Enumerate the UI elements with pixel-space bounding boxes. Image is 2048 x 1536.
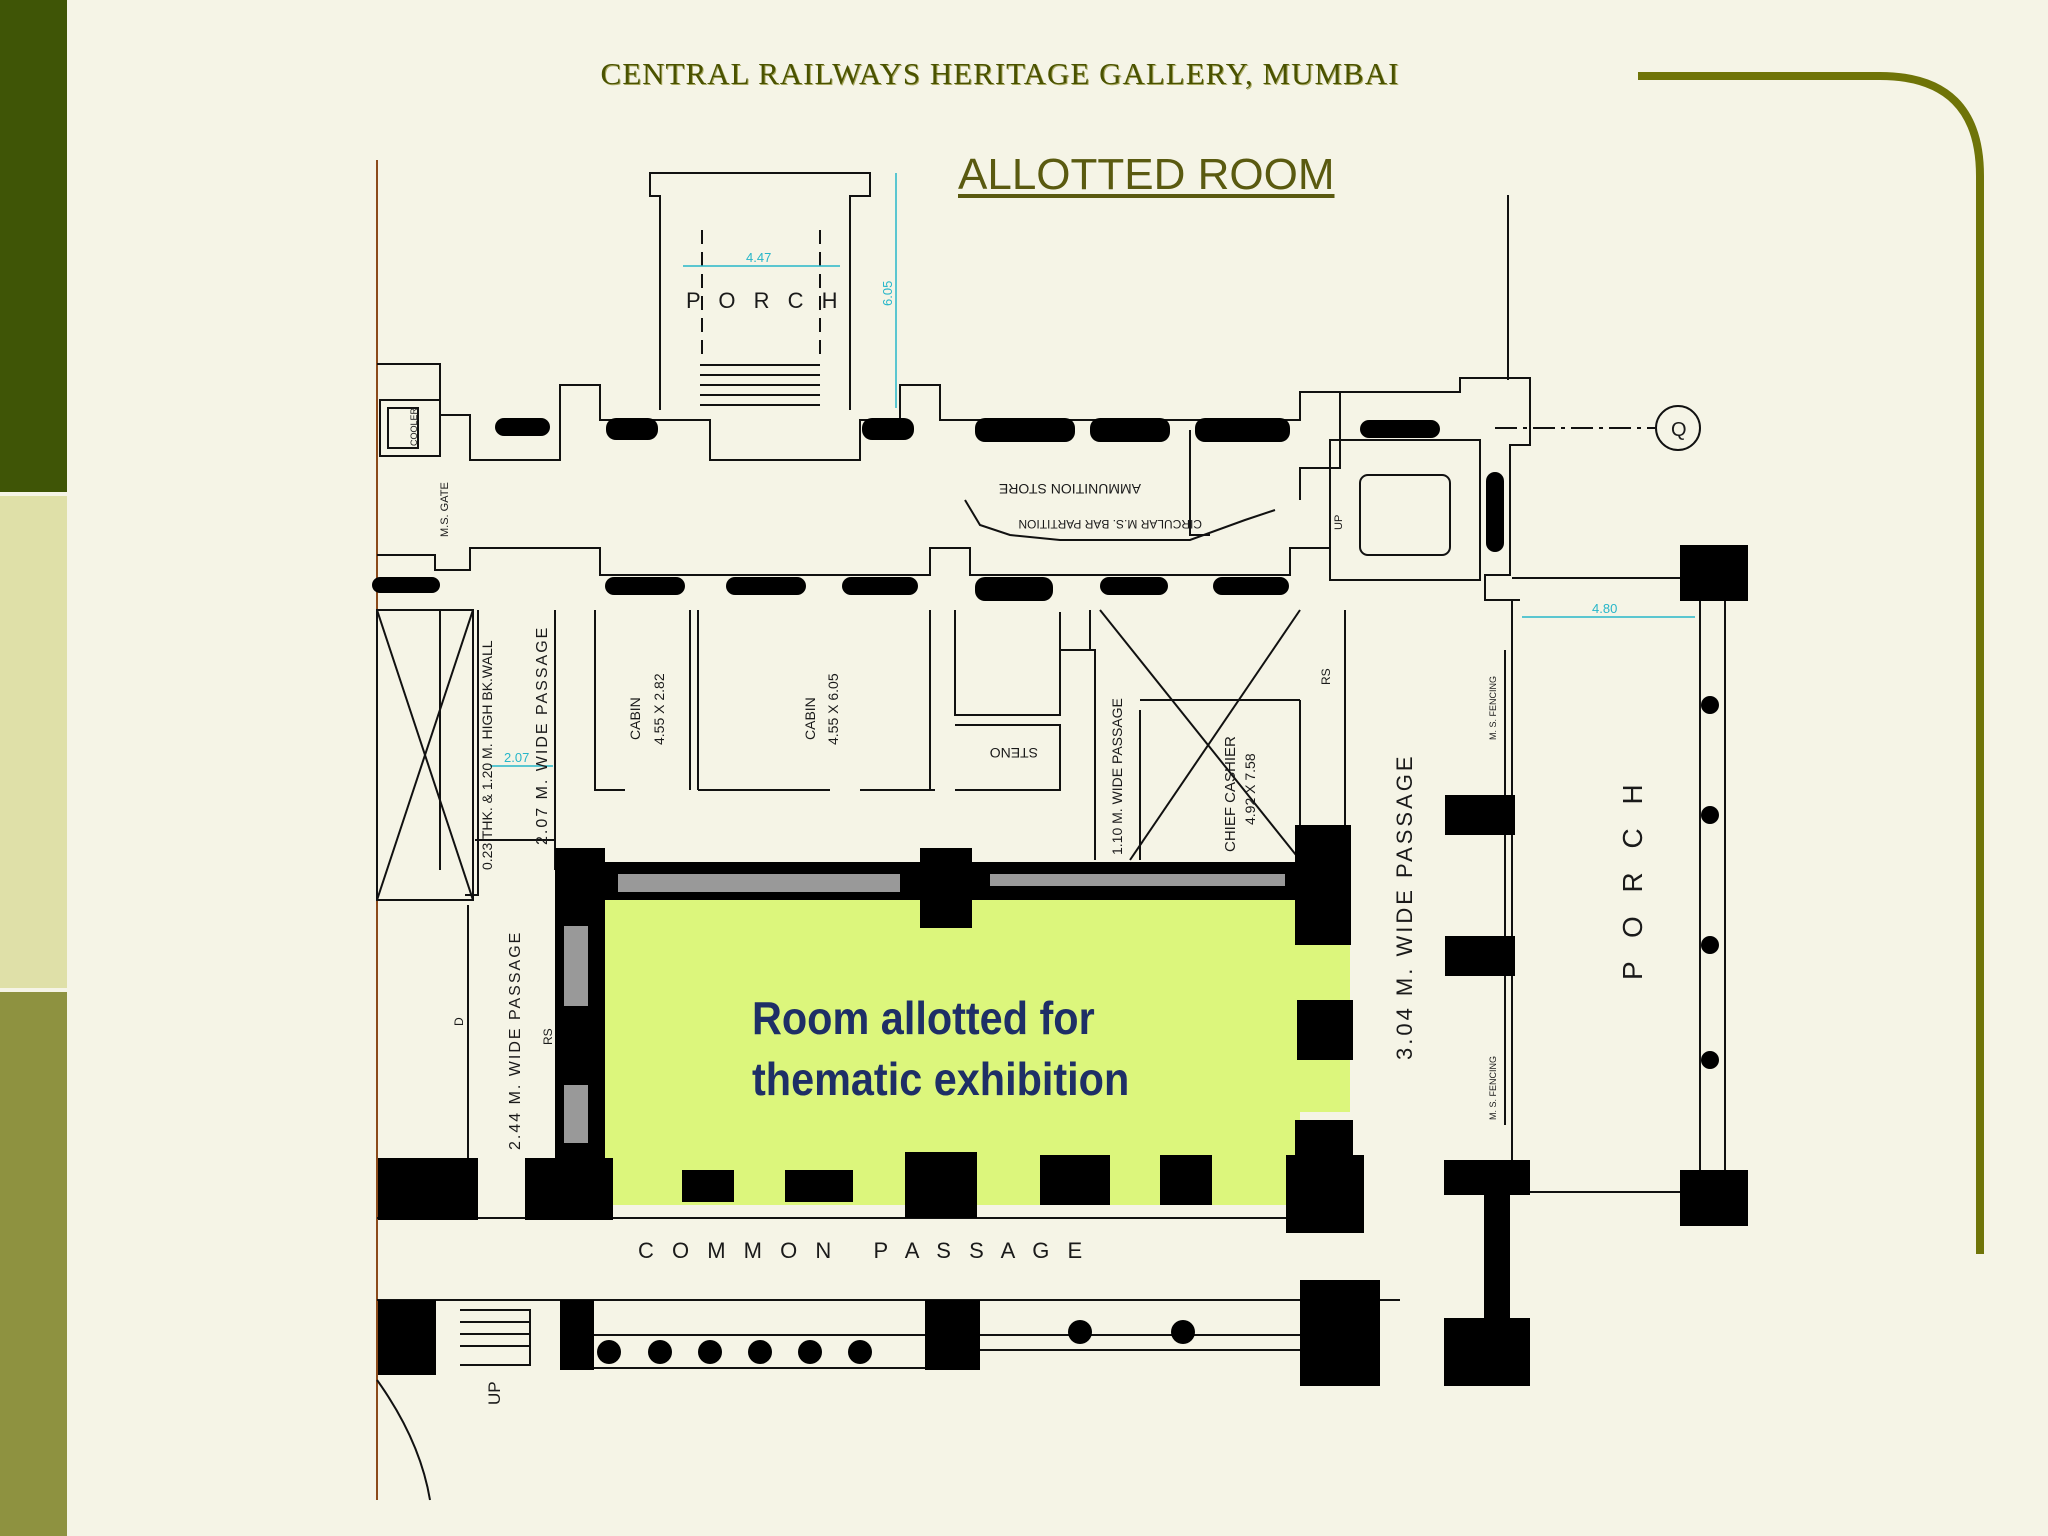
passage-110-label: 1.10 M. WIDE PASSAGE [1109, 698, 1125, 855]
walls [372, 418, 1748, 1386]
rs-mark-east: RS [1319, 668, 1333, 685]
ms-gate-label: M.S. GATE [439, 482, 451, 537]
up-label-2: UP [485, 1381, 504, 1405]
door-mark-west: D [452, 1017, 466, 1026]
cabin-2-size: 4.55 X 6.05 [825, 673, 841, 745]
passage-207-label: 2.07 M. WIDE PASSAGE [534, 626, 551, 845]
ms-fencing-2-label: M. S. FENCING [1488, 1056, 1498, 1120]
allotted-room-area [560, 898, 1350, 1205]
chief-cashier-size: 4.92 X 7.58 [1242, 753, 1258, 825]
cabin-1-label: CABIN [627, 697, 643, 740]
dim-605-label: 6.05 [880, 281, 895, 306]
callout-line-2: thematic exhibition [752, 1053, 1130, 1105]
passage-304-label: 3.04 M. WIDE PASSAGE [1392, 753, 1417, 1060]
ms-fencing-1-label: M. S. FENCING [1488, 676, 1498, 740]
cooler-label: COOLER [409, 407, 419, 446]
brick-wall-label: 0.23 THK. & 1.20 M. HIGH BK.WALL [479, 640, 495, 870]
bar-partition-label: CIRCULAR M.S. BAR PARTITION [1018, 517, 1202, 531]
dim-480-label: 4.80 [1592, 601, 1617, 616]
up-label-1: UP [1333, 515, 1345, 530]
porch-top-label: P O R C H [686, 288, 844, 313]
plan-lines [376, 160, 1726, 1501]
hatched-wall-west [564, 926, 588, 1006]
side-bar-dark [0, 0, 67, 492]
cabin-2-label: CABIN [802, 697, 818, 740]
dimension-lines [490, 173, 1695, 767]
ammunition-store-label: AMMUNITION STORE [999, 481, 1141, 497]
callout-line-1: Room allotted for [752, 992, 1095, 1044]
porch-right-label: P O R C H [1617, 776, 1648, 980]
hatched-wall-north [618, 874, 900, 892]
side-bar-mid [0, 992, 67, 1536]
dim-447-label: 4.47 [746, 250, 771, 265]
steno-label: STENO [990, 745, 1038, 761]
passage-244-label: 2.44 M. WIDE PASSAGE [507, 931, 524, 1150]
columns [597, 696, 1719, 1364]
hatched-wall-west-lower [564, 1085, 588, 1143]
cabin-1-size: 4.55 X 2.82 [651, 673, 667, 745]
common-passage-label: C O M M O N P A S S A G E [638, 1238, 1088, 1263]
slide-title: CENTRAL RAILWAYS HERITAGE GALLERY, MUMBA… [600, 56, 1400, 91]
hatched-wall-north-east [990, 874, 1285, 886]
dim-207-label: 2.07 [504, 750, 529, 765]
allotted-room-callout: Room allotted for thematic exhibition [752, 988, 1129, 1110]
side-bar-light [0, 496, 67, 988]
rs-mark-west: RS [541, 1028, 555, 1045]
plan-title: ALLOTTED ROOM [958, 150, 1335, 199]
grid-q-label: Q [1671, 419, 1687, 441]
corner-outline [1638, 72, 1984, 1254]
chief-cashier-label: CHIEF CASHIER [1222, 736, 1239, 852]
